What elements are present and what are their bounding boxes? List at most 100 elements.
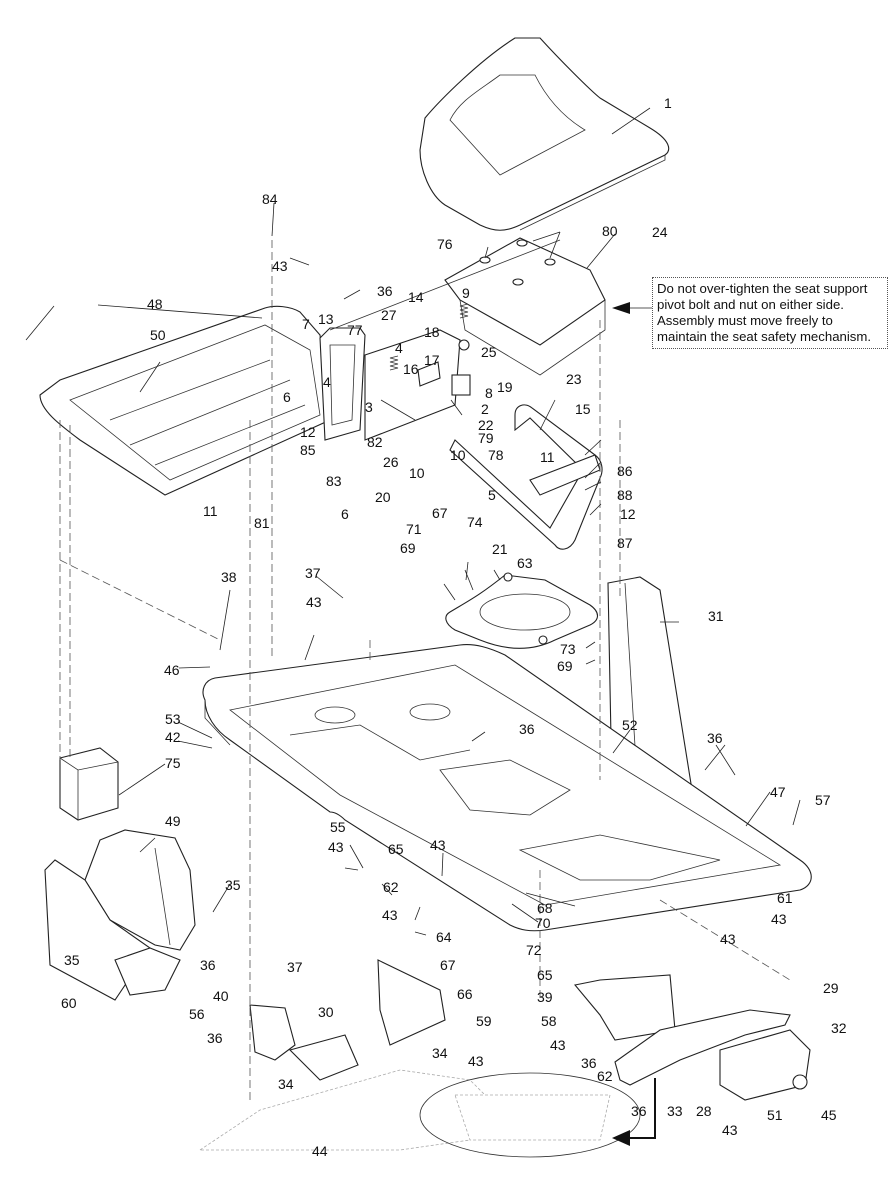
callout-43g[interactable]: 43 xyxy=(720,931,736,947)
callout-12b[interactable]: 12 xyxy=(620,506,636,522)
callout-65[interactable]: 65 xyxy=(388,841,404,857)
callout-36b[interactable]: 36 xyxy=(519,721,535,737)
callout-60[interactable]: 60 xyxy=(61,995,77,1011)
callout-36f[interactable]: 36 xyxy=(207,1030,223,1046)
callout-1[interactable]: 1 xyxy=(664,95,672,111)
callout-73[interactable]: 73 xyxy=(560,641,576,657)
callout-25[interactable]: 25 xyxy=(481,344,497,360)
callout-21[interactable]: 21 xyxy=(492,541,508,557)
callout-84[interactable]: 84 xyxy=(262,191,278,207)
callout-49[interactable]: 49 xyxy=(165,813,181,829)
callout-43[interactable]: 43 xyxy=(272,258,288,274)
callout-16[interactable]: 16 xyxy=(403,361,419,377)
callout-44[interactable]: 44 xyxy=(312,1143,328,1159)
callout-43j[interactable]: 43 xyxy=(722,1122,738,1138)
callout-2[interactable]: 2 xyxy=(481,401,489,417)
callout-32[interactable]: 32 xyxy=(831,1020,847,1036)
callout-36g[interactable]: 36 xyxy=(631,1103,647,1119)
callout-5[interactable]: 5 xyxy=(488,487,496,503)
callout-69b[interactable]: 69 xyxy=(557,658,573,674)
callout-62b[interactable]: 62 xyxy=(597,1068,613,1084)
callout-10[interactable]: 10 xyxy=(450,447,466,463)
callout-22[interactable]: 22 xyxy=(478,417,494,433)
callout-35[interactable]: 35 xyxy=(225,877,241,893)
callout-8[interactable]: 8 xyxy=(485,385,493,401)
callout-19[interactable]: 19 xyxy=(497,379,513,395)
callout-36e[interactable]: 36 xyxy=(581,1055,597,1071)
callout-68[interactable]: 68 xyxy=(537,900,553,916)
callout-27[interactable]: 27 xyxy=(381,307,397,323)
callout-48[interactable]: 48 xyxy=(147,296,163,312)
callout-43e[interactable]: 43 xyxy=(382,907,398,923)
callout-43f[interactable]: 43 xyxy=(771,911,787,927)
callout-57[interactable]: 57 xyxy=(815,792,831,808)
callout-34[interactable]: 34 xyxy=(432,1045,448,1061)
callout-42[interactable]: 42 xyxy=(165,729,181,745)
callout-11[interactable]: 11 xyxy=(203,503,218,519)
callout-76[interactable]: 76 xyxy=(437,236,453,252)
callout-31[interactable]: 31 xyxy=(708,608,724,624)
callout-72[interactable]: 72 xyxy=(526,942,542,958)
callout-69[interactable]: 69 xyxy=(400,540,416,556)
callout-40[interactable]: 40 xyxy=(213,988,229,1004)
callout-56[interactable]: 56 xyxy=(189,1006,205,1022)
callout-45[interactable]: 45 xyxy=(821,1107,837,1123)
callout-53[interactable]: 53 xyxy=(165,711,181,727)
callout-4b[interactable]: 4 xyxy=(395,340,403,356)
callout-78[interactable]: 78 xyxy=(488,447,504,463)
callout-36c[interactable]: 36 xyxy=(707,730,723,746)
callout-64[interactable]: 64 xyxy=(436,929,452,945)
callout-47[interactable]: 47 xyxy=(770,784,786,800)
callout-43b[interactable]: 43 xyxy=(306,594,322,610)
callout-10b[interactable]: 10 xyxy=(409,465,425,481)
callout-9[interactable]: 9 xyxy=(462,285,470,301)
callout-37b[interactable]: 37 xyxy=(287,959,303,975)
callout-55[interactable]: 55 xyxy=(330,819,346,835)
callout-43h[interactable]: 43 xyxy=(550,1037,566,1053)
callout-77[interactable]: 77 xyxy=(347,322,363,338)
callout-58[interactable]: 58 xyxy=(541,1013,557,1029)
callout-66[interactable]: 66 xyxy=(457,986,473,1002)
callout-61[interactable]: 61 xyxy=(777,890,793,906)
callout-43d[interactable]: 43 xyxy=(430,837,446,853)
callout-36d[interactable]: 36 xyxy=(200,957,216,973)
callout-3[interactable]: 3 xyxy=(365,399,373,415)
callout-28[interactable]: 28 xyxy=(696,1103,712,1119)
callout-62[interactable]: 62 xyxy=(383,879,399,895)
callout-34b[interactable]: 34 xyxy=(278,1076,294,1092)
callout-33[interactable]: 33 xyxy=(667,1103,683,1119)
callout-39[interactable]: 39 xyxy=(537,989,553,1005)
callout-51[interactable]: 51 xyxy=(767,1107,783,1123)
callout-85[interactable]: 85 xyxy=(300,442,316,458)
callout-6b[interactable]: 6 xyxy=(341,506,349,522)
callout-11b[interactable]: 11 xyxy=(540,449,555,465)
callout-87[interactable]: 87 xyxy=(617,535,633,551)
callout-7[interactable]: 7 xyxy=(302,316,310,332)
callout-81[interactable]: 81 xyxy=(254,515,270,531)
callout-71[interactable]: 71 xyxy=(406,521,422,537)
callout-24[interactable]: 24 xyxy=(652,224,668,240)
callout-82[interactable]: 82 xyxy=(367,434,383,450)
callout-13[interactable]: 13 xyxy=(318,311,334,327)
callout-30[interactable]: 30 xyxy=(318,1004,334,1020)
callout-67[interactable]: 67 xyxy=(432,505,448,521)
callout-12[interactable]: 12 xyxy=(300,424,316,440)
callout-74[interactable]: 74 xyxy=(467,514,483,530)
callout-23[interactable]: 23 xyxy=(566,371,582,387)
callout-83[interactable]: 83 xyxy=(326,473,342,489)
callout-35b[interactable]: 35 xyxy=(64,952,80,968)
callout-67b[interactable]: 67 xyxy=(440,957,456,973)
callout-14[interactable]: 14 xyxy=(408,289,424,305)
callout-43i[interactable]: 43 xyxy=(468,1053,484,1069)
callout-50[interactable]: 50 xyxy=(150,327,166,343)
callout-4[interactable]: 4 xyxy=(323,374,331,390)
callout-79[interactable]: 79 xyxy=(478,430,494,446)
callout-18[interactable]: 18 xyxy=(424,324,440,340)
callout-86[interactable]: 86 xyxy=(617,463,633,479)
callout-20[interactable]: 20 xyxy=(375,489,391,505)
callout-70[interactable]: 70 xyxy=(535,915,551,931)
callout-75[interactable]: 75 xyxy=(165,755,181,771)
callout-37[interactable]: 37 xyxy=(305,565,321,581)
callout-17[interactable]: 17 xyxy=(424,352,440,368)
callout-26[interactable]: 26 xyxy=(383,454,399,470)
